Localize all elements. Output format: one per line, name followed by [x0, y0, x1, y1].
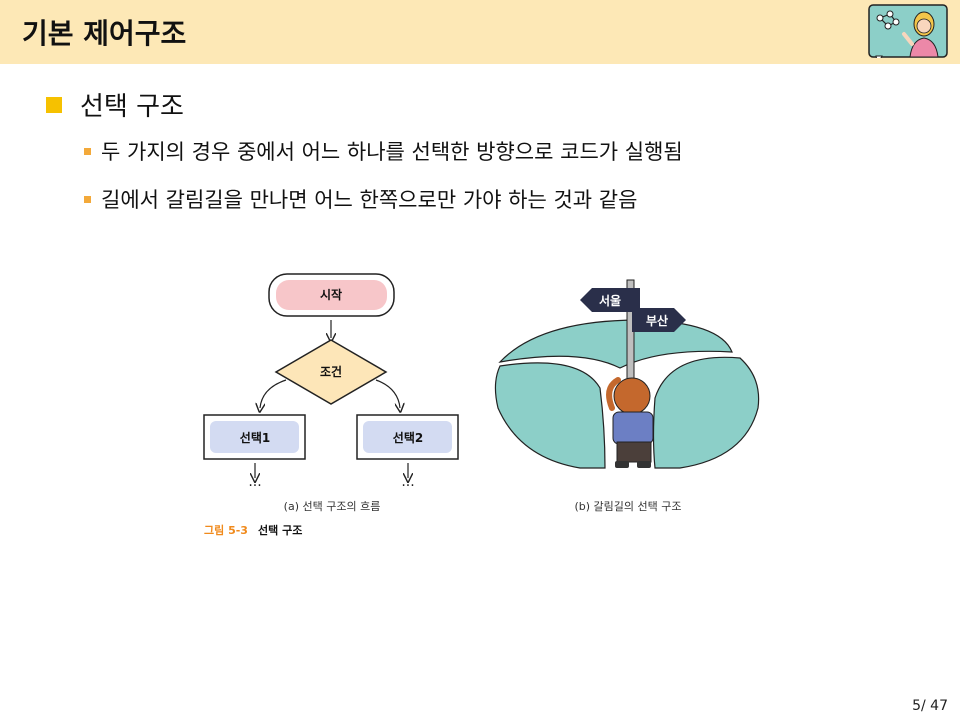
choice1-label: 선택1 [240, 430, 270, 445]
small-square-bullet-icon [84, 147, 91, 155]
sub-bullet-text: 두 가지의 경우 중에서 어느 하나를 선택한 방향으로 코드가 실행됨 [101, 140, 683, 164]
header-bar: 기본 제어구조 [0, 0, 960, 64]
square-bullet-icon [46, 96, 62, 113]
figure-title: 선택 구조 [258, 523, 302, 537]
main-bullet: 선택 구조 [46, 86, 184, 123]
figure-selection-structure: 시작 조건 선택1 선택2 ··· ··· (a) 선택 구조의 흐름 서울 부… [203, 273, 760, 537]
arrow-right-branch [375, 379, 400, 408]
sub-bullet: 두 가지의 경우 중에서 어느 하나를 선택한 방향으로 코드가 실행됨 [84, 136, 683, 166]
condition-diamond [274, 339, 388, 405]
person-figure [606, 377, 654, 468]
choice1-fill [210, 421, 299, 453]
start-terminal-fill [276, 280, 387, 310]
main-bullet-text: 선택 구조 [80, 92, 184, 122]
road-caption: (b) 갈림길의 선택 구조 [574, 499, 681, 513]
sub-bullet: 길에서 갈림길을 만나면 어느 한쪽으로만 가야 하는 것과 같음 [84, 184, 637, 214]
condition-label: 조건 [320, 364, 342, 379]
ellipsis: ··· [401, 478, 414, 494]
sign-left-label: 서울 [599, 293, 621, 308]
road-field-left [494, 362, 606, 469]
choice2-label: 선택2 [393, 430, 423, 445]
flow-caption: (a) 선택 구조의 흐름 [284, 500, 381, 513]
small-square-bullet-icon [84, 195, 91, 203]
flowchart: 시작 조건 선택1 선택2 ··· ··· (a) 선택 구조의 흐름 [203, 273, 459, 513]
presenter-avatar-icon [868, 4, 948, 58]
sub-bullet-text: 길에서 갈림길을 만나면 어느 한쪽으로만 가야 하는 것과 같음 [101, 188, 638, 212]
sign-left-arrow [580, 288, 640, 312]
choice2-fill [363, 421, 452, 453]
crossroad-illustration: 서울 부산 (b) 갈림길의 선택 구조 [494, 279, 760, 513]
start-label: 시작 [320, 287, 342, 302]
slide-title: 기본 제어구조 [22, 17, 187, 50]
figure-number: 그림 5-3 [204, 524, 248, 537]
road-field-right [652, 356, 760, 469]
page-number: 5/ 47 [912, 698, 948, 714]
ellipsis: ··· [248, 478, 261, 494]
sign-right-label: 부산 [646, 313, 668, 328]
sign-right-arrow [632, 308, 686, 332]
arrow-left-branch [260, 379, 287, 408]
